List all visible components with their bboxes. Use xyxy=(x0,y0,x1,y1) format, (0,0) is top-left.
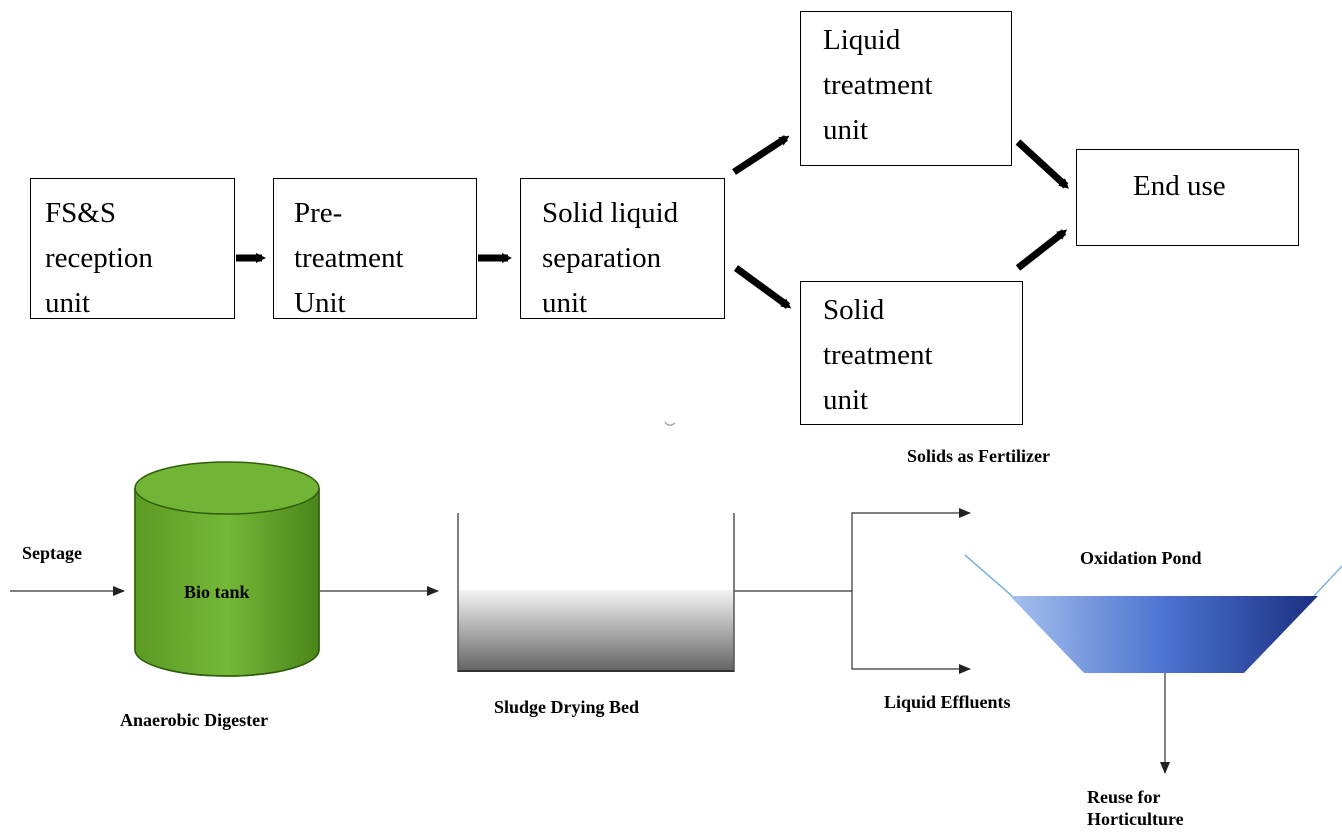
box-reception-label: FS&S reception unit xyxy=(45,197,153,319)
box-separation: Solid liquid separation unit xyxy=(520,178,725,319)
bottom-arrows xyxy=(10,508,1170,774)
box-pretreatment: Pre- treatment Unit xyxy=(273,178,477,319)
label-oxidation-pond: Oxidation Pond xyxy=(1080,548,1202,568)
label-liquid-effluents: Liquid Effluents xyxy=(884,692,1011,712)
box-pretreatment-label: Pre- treatment Unit xyxy=(294,197,404,319)
label-anaerobic-digester: Anaerobic Digester xyxy=(120,710,269,730)
box-end-use-label: End use xyxy=(1133,170,1226,202)
stray-mark xyxy=(664,421,676,426)
oxidation-pond-shape xyxy=(964,554,1342,673)
arrow-separation-to-liquid xyxy=(732,135,790,175)
bio-tank-cylinder xyxy=(134,461,320,677)
arrow-solid-to-enduse xyxy=(1015,229,1068,271)
sludge-drying-bed-shape xyxy=(457,513,735,672)
arrow-separation-to-solid xyxy=(733,265,792,309)
arrow-split-to-solids xyxy=(851,508,971,591)
box-solid-treatment-label: Solid treatment unit xyxy=(823,294,933,416)
box-end-use: End use xyxy=(1076,149,1299,246)
label-reuse-line2: Horticulture xyxy=(1087,809,1184,829)
label-sludge-drying-bed: Sludge Drying Bed xyxy=(494,697,640,717)
box-liquid-treatment: Liquid treatment unit xyxy=(800,11,1012,166)
label-solids-fertilizer: Solids as Fertilizer xyxy=(907,446,1050,466)
label-bio-tank: Bio tank xyxy=(184,582,250,602)
box-reception: FS&S reception unit xyxy=(30,178,235,319)
box-liquid-treatment-label: Liquid treatment unit xyxy=(823,24,933,146)
box-solid-treatment: Solid treatment unit xyxy=(800,281,1023,425)
label-reuse-line1: Reuse for xyxy=(1087,787,1161,807)
arrow-liquid-to-enduse xyxy=(1015,139,1069,189)
box-separation-label: Solid liquid separation unit xyxy=(542,197,679,319)
top-arrows xyxy=(236,135,1069,309)
arrow-split-to-liquid xyxy=(851,591,971,674)
label-septage: Septage xyxy=(22,543,82,563)
